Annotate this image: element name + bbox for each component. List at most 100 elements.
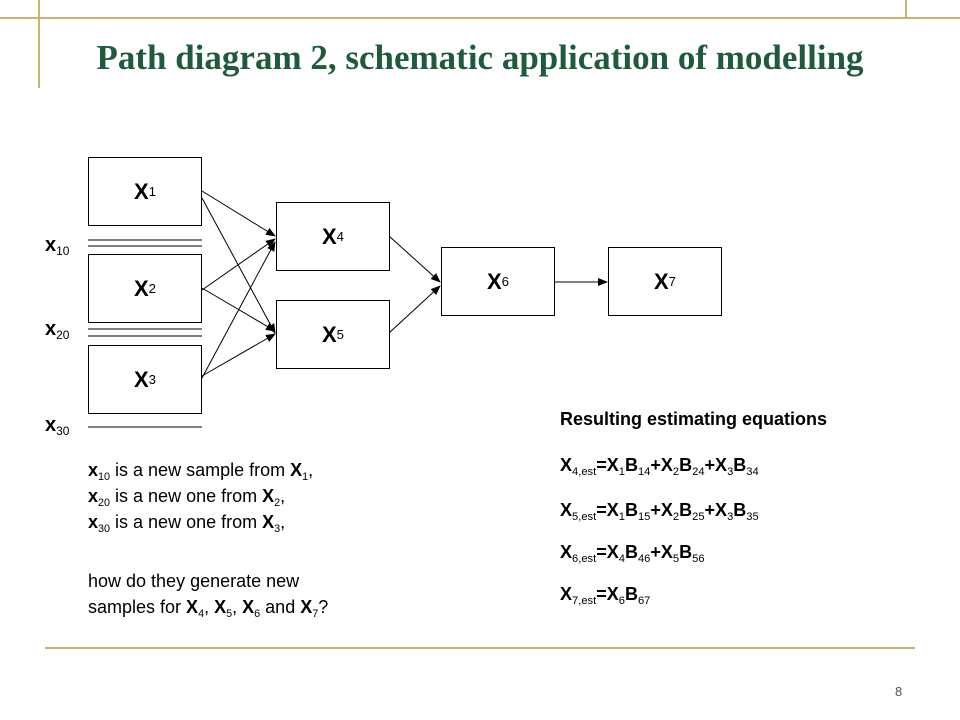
- eq6-eq: =: [596, 542, 607, 562]
- sample-x20-sub: 20: [56, 328, 70, 343]
- sample-x10-sub: 10: [56, 244, 70, 259]
- d5-t0: samples for: [88, 597, 187, 617]
- equation-x6: X6,est=X4B46+X5B56: [560, 542, 705, 565]
- eq5-lhs-sub: 5,est: [572, 510, 597, 523]
- edge-x1-x4: [201, 190, 276, 237]
- sample-x10-label: x10: [45, 234, 69, 258]
- d5-asub: 4: [198, 607, 205, 620]
- eq6-lhs: X: [560, 542, 573, 562]
- equation-term-subscript: 15: [637, 510, 651, 523]
- edge-x5-x6: [388, 285, 441, 334]
- equation-term-subscript: 35: [746, 510, 759, 523]
- d5-csub: 6: [254, 607, 261, 620]
- bottom-rule: [45, 647, 915, 649]
- d3-t2: ,: [280, 512, 286, 532]
- equation-term: +X: [704, 500, 728, 520]
- equation-term-subscript: 4: [618, 552, 625, 565]
- equation-term: +X: [650, 500, 673, 520]
- d3-s2sub: 3: [274, 522, 281, 535]
- equation-term-subscript: 56: [692, 552, 705, 565]
- node-x1-base: X: [133, 178, 149, 204]
- eq6-lhs-sub: 6,est: [572, 552, 597, 565]
- equation-term: X: [606, 455, 619, 475]
- node-x3-sub: 3: [148, 372, 157, 387]
- equation-term-subscript: 2: [672, 510, 680, 523]
- equation-term-subscript: 67: [637, 594, 651, 607]
- eq7-eq: =: [596, 584, 607, 604]
- eq4-eq: =: [596, 455, 607, 475]
- d1-s1: x: [88, 460, 99, 480]
- right-rule: [905, 0, 907, 18]
- equation-term: B: [679, 455, 693, 475]
- edge-x2-x4: [201, 238, 276, 291]
- node-x5-sub: 5: [336, 327, 345, 342]
- equation-term: X: [606, 500, 619, 520]
- d5-d: X: [300, 597, 313, 617]
- node-x2-base: X: [133, 275, 149, 301]
- d1-s2sub: 1: [302, 470, 309, 483]
- d2-t1: is a new one from: [110, 486, 263, 506]
- description-line-4: how do they generate new: [88, 571, 300, 591]
- edge-x4-x6: [388, 235, 441, 283]
- equation-term: B: [624, 542, 638, 562]
- d2-s2: X: [262, 486, 275, 506]
- equation-term: B: [624, 455, 638, 475]
- d5-c2: ,: [232, 597, 243, 617]
- equation-term-subscript: 2: [672, 465, 680, 478]
- eq5-eq: =: [596, 500, 607, 520]
- equation-term-subscript: 14: [637, 465, 651, 478]
- d1-t1: is a new sample from: [110, 460, 291, 480]
- equation-term: B: [624, 584, 638, 604]
- d5-dsub: 7: [312, 607, 319, 620]
- eq5-lhs: X: [560, 500, 573, 520]
- d1-s2: X: [290, 460, 303, 480]
- equation-term: B: [733, 455, 747, 475]
- equation-term-subscript: 6: [618, 594, 625, 607]
- sample-x20-base: x: [45, 318, 57, 340]
- node-x2-sub: 2: [148, 281, 157, 296]
- node-x4-sub: 4: [336, 229, 345, 244]
- node-x6-sub: 6: [501, 274, 510, 289]
- description-line-3: x30 is a new one from X3,: [88, 511, 285, 540]
- sample-x20-label: x20: [45, 318, 69, 342]
- edge-x3-x4: [201, 241, 276, 379]
- equation-term-subscript: 1: [618, 465, 625, 478]
- equation-term-subscript: 25: [692, 510, 705, 523]
- d1-s1sub: 10: [98, 470, 111, 483]
- node-x3-base: X: [133, 366, 149, 392]
- equation-term: B: [679, 542, 693, 562]
- edge-x3-x5: [201, 333, 276, 377]
- equation-term: X: [606, 584, 619, 604]
- equation-term: B: [624, 500, 638, 520]
- description-line-1: x10 is a new sample from X1,: [88, 459, 313, 488]
- d2-t2: ,: [280, 486, 286, 506]
- d2-s1sub: 20: [98, 496, 111, 509]
- node-x5-base: X: [321, 321, 337, 347]
- eq4-lhs-sub: 4,est: [572, 465, 597, 478]
- eq7-lhs: X: [560, 584, 573, 604]
- equation-term: +X: [704, 455, 728, 475]
- d2-s1: x: [88, 486, 99, 506]
- equation-x5: X5,est=X1B15+X2B25+X3B35: [560, 500, 759, 523]
- d5-b: X: [214, 597, 227, 617]
- edge-x1-x5: [201, 197, 276, 334]
- d5-and: and: [260, 597, 301, 617]
- node-x7-sub: 7: [668, 274, 677, 289]
- page-title: Path diagram 2, schematic application of…: [96, 38, 864, 77]
- equation-term-subscript: 3: [727, 510, 734, 523]
- node-x7-base: X: [653, 268, 669, 294]
- d5-c1: ,: [204, 597, 215, 617]
- d3-s2: X: [262, 512, 275, 532]
- equation-x7: X7,est=X6B67: [560, 584, 650, 607]
- d3-s1sub: 30: [98, 522, 111, 535]
- eq6-terms: X4B46+X5B56: [607, 542, 705, 565]
- equation-term-subscript: 34: [746, 465, 759, 478]
